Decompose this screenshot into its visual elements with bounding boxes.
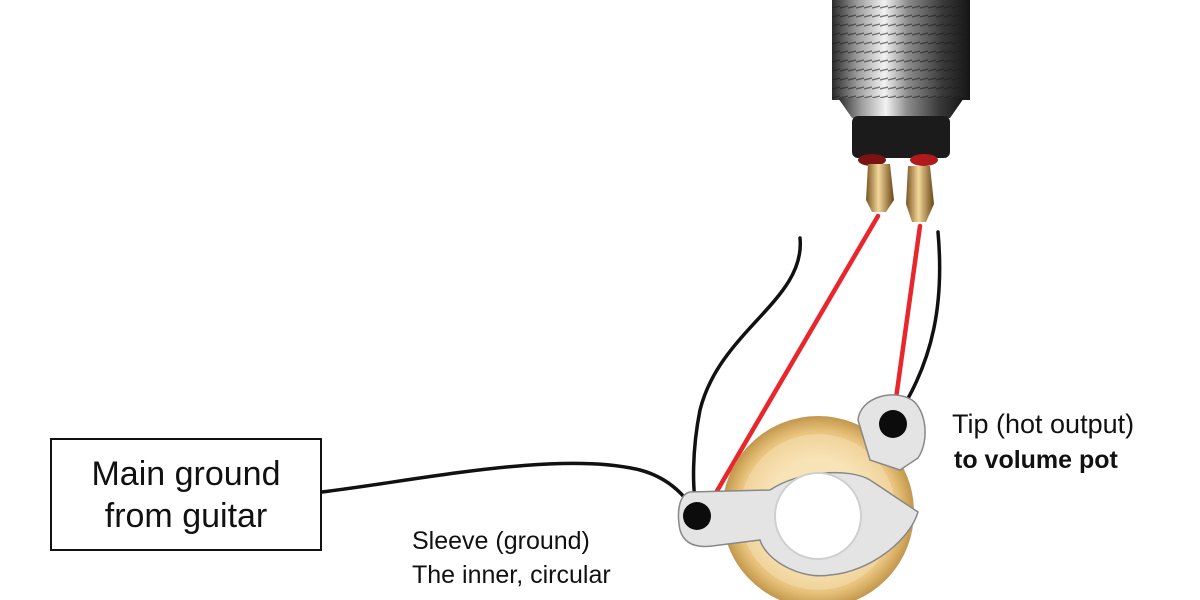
plug-collar bbox=[838, 98, 964, 118]
plug-tip-solder-lug bbox=[906, 166, 934, 222]
main-ground-label-box: Main ground from guitar bbox=[50, 438, 322, 551]
plug-tip-terminal-base bbox=[910, 154, 938, 166]
plug-sleeve-solder-lug bbox=[866, 164, 894, 212]
sleeve-label-line2: The inner, circular bbox=[412, 561, 611, 589]
jack-center-hole bbox=[774, 472, 862, 560]
tip-solder-hole bbox=[879, 410, 907, 438]
tip-label-line1: Tip (hot output) bbox=[952, 409, 1135, 439]
tip-label-line2: to volume pot bbox=[954, 446, 1118, 474]
plug bbox=[832, 0, 970, 222]
main-ground-label-line1: Main ground bbox=[91, 454, 281, 493]
plug-threads bbox=[832, 0, 970, 100]
sleeve-solder-hole bbox=[683, 502, 711, 530]
main-ground-wire bbox=[320, 461, 699, 518]
plug-insulator bbox=[852, 116, 950, 158]
sleeve-label-line1: Sleeve (ground) bbox=[412, 527, 590, 555]
plug-sleeve-terminal-base bbox=[858, 154, 886, 166]
ground-wire-left bbox=[691, 236, 802, 512]
sleeve-red-wire bbox=[697, 213, 881, 523]
main-ground-label-line2: from guitar bbox=[104, 496, 268, 535]
output-jack bbox=[677, 394, 926, 600]
tip-callout: Tip (hot output) to volume pot bbox=[952, 406, 1192, 478]
tip-red-wire bbox=[890, 223, 923, 423]
sleeve-callout: Sleeve (ground) The inner, circular bbox=[412, 524, 712, 592]
